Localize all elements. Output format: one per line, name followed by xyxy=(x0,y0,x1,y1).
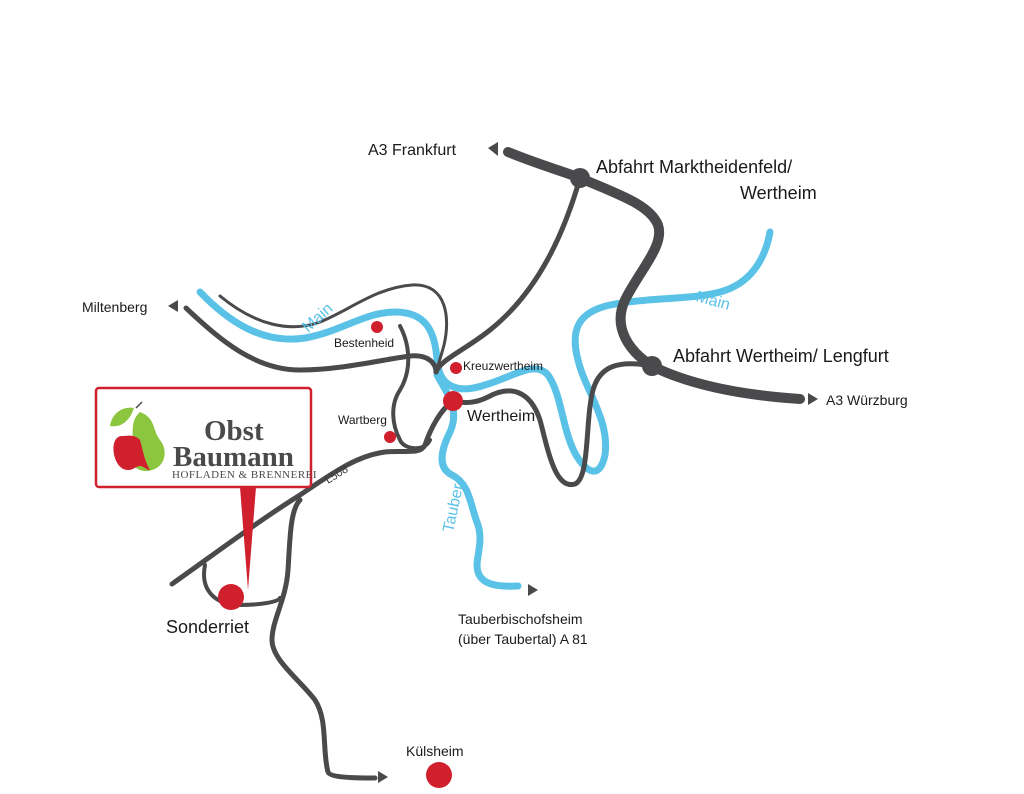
label-miltenberg: Miltenberg xyxy=(82,299,147,315)
marker-wartberg xyxy=(384,431,396,443)
label-exit-marktheidenfeld-2: Wertheim xyxy=(740,183,817,203)
road-marktheidenfeld-wertheim xyxy=(433,175,583,375)
road-main-west-north xyxy=(218,283,449,374)
river-main xyxy=(196,228,774,475)
town-markers xyxy=(218,321,463,788)
road-miltenberg-wertheim xyxy=(183,305,439,375)
label-sonderriet: Sonderriet xyxy=(166,617,249,637)
label-tauberbischofsheim-1: Tauberbischofsheim xyxy=(458,611,583,627)
river-tauber-path xyxy=(433,371,522,590)
logo-title-line1: Obst xyxy=(204,415,264,447)
logo-callout: Obst Baumann HOFLADEN & BRENNEREI xyxy=(94,386,317,590)
arrow-frankfurt-icon xyxy=(488,142,498,156)
label-a3-frankfurt: A3 Frankfurt xyxy=(368,142,457,159)
marker-sonderriet xyxy=(218,584,244,610)
junction-marktheidenfeld xyxy=(570,168,590,188)
arrow-kuelsheim-icon xyxy=(378,771,388,783)
label-a3-wuerzburg: A3 Würzburg xyxy=(826,392,908,408)
logo-subtitle: HOFLADEN & BRENNEREI xyxy=(172,469,317,481)
label-river-tauber: Tauber xyxy=(440,482,467,534)
leaf-icon xyxy=(110,407,134,427)
label-wartberg: Wartberg xyxy=(338,413,387,427)
label-wertheim: Wertheim xyxy=(467,408,535,425)
logo-title-line2: Baumann xyxy=(173,441,294,473)
road-bestenheid-wartberg xyxy=(391,324,432,451)
arrow-wuerzburg-icon xyxy=(808,393,818,405)
stem-icon xyxy=(135,401,143,409)
label-bestenheid: Bestenheid xyxy=(334,336,394,350)
arrow-miltenberg-icon xyxy=(168,300,178,312)
label-exit-wertheim-lengfurt: Abfahrt Wertheim/ Lengfurt xyxy=(673,346,889,366)
road-sonderriet-kuelsheim xyxy=(269,497,378,781)
label-kuelsheim: Külsheim xyxy=(406,743,464,759)
road-l508 xyxy=(169,399,455,587)
marker-kuelsheim xyxy=(426,762,452,788)
river-main-path xyxy=(196,228,774,475)
apple-icon xyxy=(113,435,150,470)
label-exit-marktheidenfeld-1: Abfahrt Marktheidenfeld/ xyxy=(596,157,792,177)
label-kreuzwertheim: Kreuzwertheim xyxy=(463,359,543,373)
river-tauber xyxy=(433,371,522,590)
road-lengfurt-wertheim xyxy=(449,361,655,487)
logo-pointer xyxy=(240,487,256,590)
arrow-tauberbischofsheim-icon xyxy=(528,584,538,596)
label-tauberbischofsheim-2: (über Taubertal) A 81 xyxy=(458,631,588,647)
marker-bestenheid xyxy=(371,321,383,333)
marker-kreuzwertheim xyxy=(450,362,462,374)
marker-wertheim xyxy=(443,391,463,411)
direction-arrows xyxy=(168,142,818,783)
junction-wertheim-lengfurt xyxy=(642,356,662,376)
